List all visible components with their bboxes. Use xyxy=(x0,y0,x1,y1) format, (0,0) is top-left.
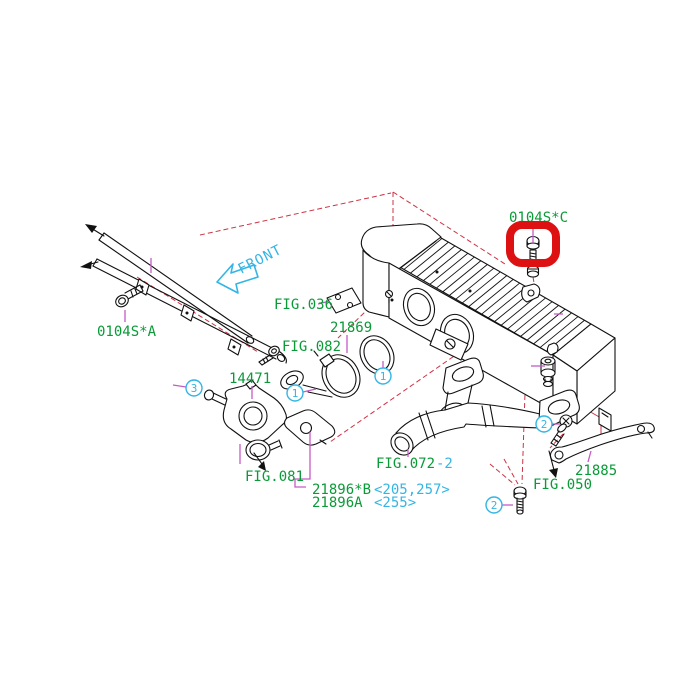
bolt-2-right xyxy=(550,414,573,447)
callout-2b-digit: 2 xyxy=(491,499,498,512)
bolt-2-bottom xyxy=(513,486,527,515)
label-fig082[interactable]: FIG.082 xyxy=(282,339,341,355)
fig036-plate xyxy=(326,287,362,314)
callout-1b-digit: 1 xyxy=(380,370,387,383)
rail-arrow-icon xyxy=(80,261,92,269)
washer-0104sc xyxy=(526,265,540,278)
front-arrow-icon xyxy=(216,263,259,294)
callout-1a-digit: 1 xyxy=(292,387,299,400)
front-indicator: FRONT xyxy=(216,242,285,294)
fig050-arrow xyxy=(548,450,558,478)
label-21896b[interactable]: 21896*B xyxy=(312,482,371,498)
callout-2a-digit: 2 xyxy=(541,418,548,431)
label-fig072[interactable]: FIG.072 xyxy=(376,456,435,472)
bracket-21896-drawing xyxy=(283,409,336,446)
hardware-drawing xyxy=(115,235,573,515)
mount-cushion xyxy=(540,356,556,388)
label-21896a[interactable]: 21896A xyxy=(312,495,363,511)
label-21896b-variant: <205,257> xyxy=(374,482,450,498)
labels: 0104S*C 0104S*A FIG.036 21869 FIG.082 14… xyxy=(97,210,617,511)
fig081-arrow-icon xyxy=(258,461,266,471)
bolt-0104sa xyxy=(115,284,144,308)
callout-1a[interactable]: 1 xyxy=(286,384,304,402)
label-fig081[interactable]: FIG.081 xyxy=(245,469,304,485)
label-fig036[interactable]: FIG.036 xyxy=(274,297,333,313)
bracket-21885-drawing xyxy=(549,422,655,464)
callout-2a[interactable]: 2 xyxy=(535,415,553,433)
label-21885[interactable]: 21885 xyxy=(575,463,617,479)
intercooler-drawing xyxy=(326,223,616,432)
bolt-fig082 xyxy=(258,345,280,366)
label-21896a-variant: <255> xyxy=(374,495,416,511)
callout-3[interactable]: 3 xyxy=(172,379,203,397)
label-14471[interactable]: 14471 xyxy=(229,371,271,387)
label-fig072-suffix: -2 xyxy=(436,456,453,472)
highlight-box xyxy=(506,221,560,267)
pipe-14471-drawing xyxy=(203,379,288,471)
duct-21869-drawing xyxy=(280,335,395,398)
label-0104sa[interactable]: 0104S*A xyxy=(97,324,157,340)
front-label: FRONT xyxy=(236,242,285,278)
label-21869[interactable]: 21869 xyxy=(330,320,372,336)
rail-arrow-icon xyxy=(85,224,97,233)
leader-lines xyxy=(124,223,592,506)
callout-1b[interactable]: 1 xyxy=(374,367,392,385)
rail-assembly-drawing xyxy=(80,224,287,364)
callout-2b[interactable]: 2 xyxy=(485,496,503,514)
fig050-arrow-icon xyxy=(549,468,558,478)
callout-3-digit: 3 xyxy=(191,382,198,395)
label-fig050[interactable]: FIG.050 xyxy=(533,477,592,493)
